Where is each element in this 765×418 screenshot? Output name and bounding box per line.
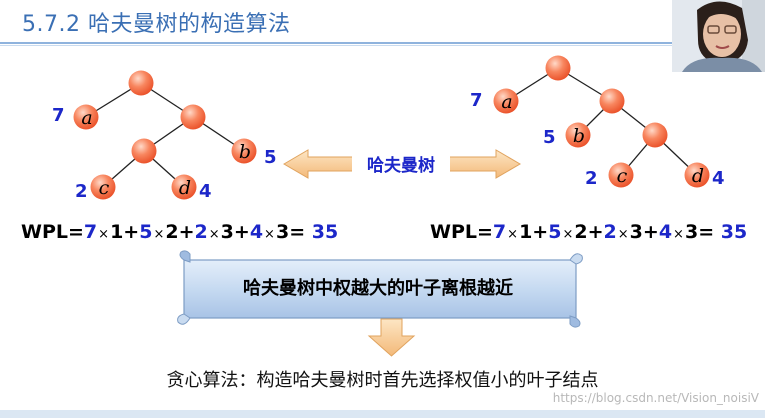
times-icon: ×	[507, 227, 519, 242]
wpl-op: +	[642, 221, 659, 243]
wpl-weight: 7	[492, 221, 507, 243]
right-root-node	[545, 55, 571, 81]
wpl-weight: 2	[194, 221, 208, 243]
left-weight-a: 7	[52, 105, 65, 126]
watermark: https://blog.csdn.net/Vision_noisiV	[552, 391, 759, 405]
wpl-weight: 4	[249, 221, 264, 243]
right-leaf-a-node	[493, 88, 519, 114]
right-internal-node-2	[642, 122, 668, 148]
webcam-video	[672, 0, 765, 72]
wpl-depth: 2	[574, 221, 588, 243]
right-weight-c: 2	[585, 168, 598, 189]
times-icon: ×	[617, 227, 629, 242]
left-root-node	[128, 70, 154, 96]
title-divider	[0, 42, 672, 44]
wpl-op: +	[532, 221, 549, 243]
right-leaf-c-node	[608, 162, 634, 188]
wpl-op: +	[178, 221, 195, 243]
times-icon: ×	[562, 227, 574, 242]
wpl-prefix: WPL=	[430, 221, 493, 243]
times-icon: ×	[153, 227, 165, 242]
wpl-depth: 3	[629, 221, 643, 243]
right-wpl-formula: WPL=7×1+5×2+2×3+4×3= 35	[430, 221, 747, 243]
right-tree-edges	[505, 67, 698, 176]
wpl-op: +	[123, 221, 140, 243]
right-leaf-c-letter: c	[617, 165, 628, 187]
wpl-weight: 7	[83, 221, 98, 243]
times-icon: ×	[673, 227, 684, 242]
left-tree-edges	[85, 82, 245, 188]
left-tree-nodes	[73, 70, 257, 200]
right-leaf-a-letter: a	[501, 91, 512, 113]
wpl-op: +	[233, 221, 250, 243]
page-title: 5.7.2 哈夫曼树的构造算法	[22, 12, 291, 37]
left-internal-node-2	[131, 138, 157, 164]
right-leaf-d-letter: d	[692, 165, 704, 187]
wpl-weight: 2	[603, 221, 617, 243]
scroll-banner-text: 哈夫曼树中权越大的叶子离根越近	[243, 278, 513, 299]
down-arrow-icon	[367, 318, 416, 357]
wpl-depth: 3	[684, 221, 699, 243]
left-leaf-c-letter: c	[99, 177, 110, 199]
scroll-banner-icon	[177, 250, 583, 328]
arrow-label: 哈夫曼树	[367, 155, 435, 176]
left-wpl-formula: WPL=7×1+5×2+2×3+4×3= 35	[21, 221, 338, 243]
wpl-op: =	[698, 221, 721, 243]
wpl-depth: 2	[165, 221, 179, 243]
footer-bar	[0, 410, 765, 418]
wpl-weight: 5	[139, 221, 153, 243]
wpl-depth: 3	[275, 221, 290, 243]
times-icon: ×	[98, 227, 110, 242]
right-internal-node-1	[599, 88, 625, 114]
left-leaf-a-letter: a	[81, 107, 92, 129]
left-leaf-b-letter: b	[239, 141, 251, 163]
left-leaf-a-node	[73, 104, 99, 130]
right-weight-b: 5	[543, 127, 556, 148]
left-weight-b: 5	[264, 147, 277, 168]
right-weight-a: 7	[470, 90, 483, 111]
wpl-depth: 1	[519, 221, 533, 243]
wpl-depth: 3	[220, 221, 234, 243]
times-icon: ×	[264, 227, 275, 242]
wpl-result: 35	[311, 221, 339, 243]
right-leaf-d-node	[684, 162, 710, 188]
left-weight-d: 4	[199, 181, 212, 202]
presenter-video-icon	[672, 0, 765, 72]
wpl-op: +	[587, 221, 604, 243]
right-tree-nodes	[493, 55, 710, 188]
greedy-algorithm-text: 贪心算法：构造哈夫曼树时首先选择权值小的叶子结点	[166, 370, 599, 391]
left-leaf-d-node	[171, 174, 197, 200]
left-internal-node-1	[180, 104, 206, 130]
right-leaf-b-node	[565, 122, 591, 148]
left-leaf-b-node	[231, 138, 257, 164]
wpl-result: 35	[720, 221, 748, 243]
right-weight-d: 4	[712, 168, 725, 189]
wpl-weight: 4	[658, 221, 673, 243]
wpl-prefix: WPL=	[21, 221, 84, 243]
right-leaf-b-letter: b	[573, 125, 585, 147]
times-icon: ×	[208, 227, 220, 242]
wpl-op: =	[289, 221, 312, 243]
wpl-weight: 5	[548, 221, 562, 243]
left-leaf-c-node	[90, 174, 116, 200]
left-weight-c: 2	[75, 181, 88, 202]
left-leaf-d-letter: d	[179, 177, 191, 199]
wpl-depth: 1	[110, 221, 124, 243]
title-divider-light	[0, 45, 672, 46]
